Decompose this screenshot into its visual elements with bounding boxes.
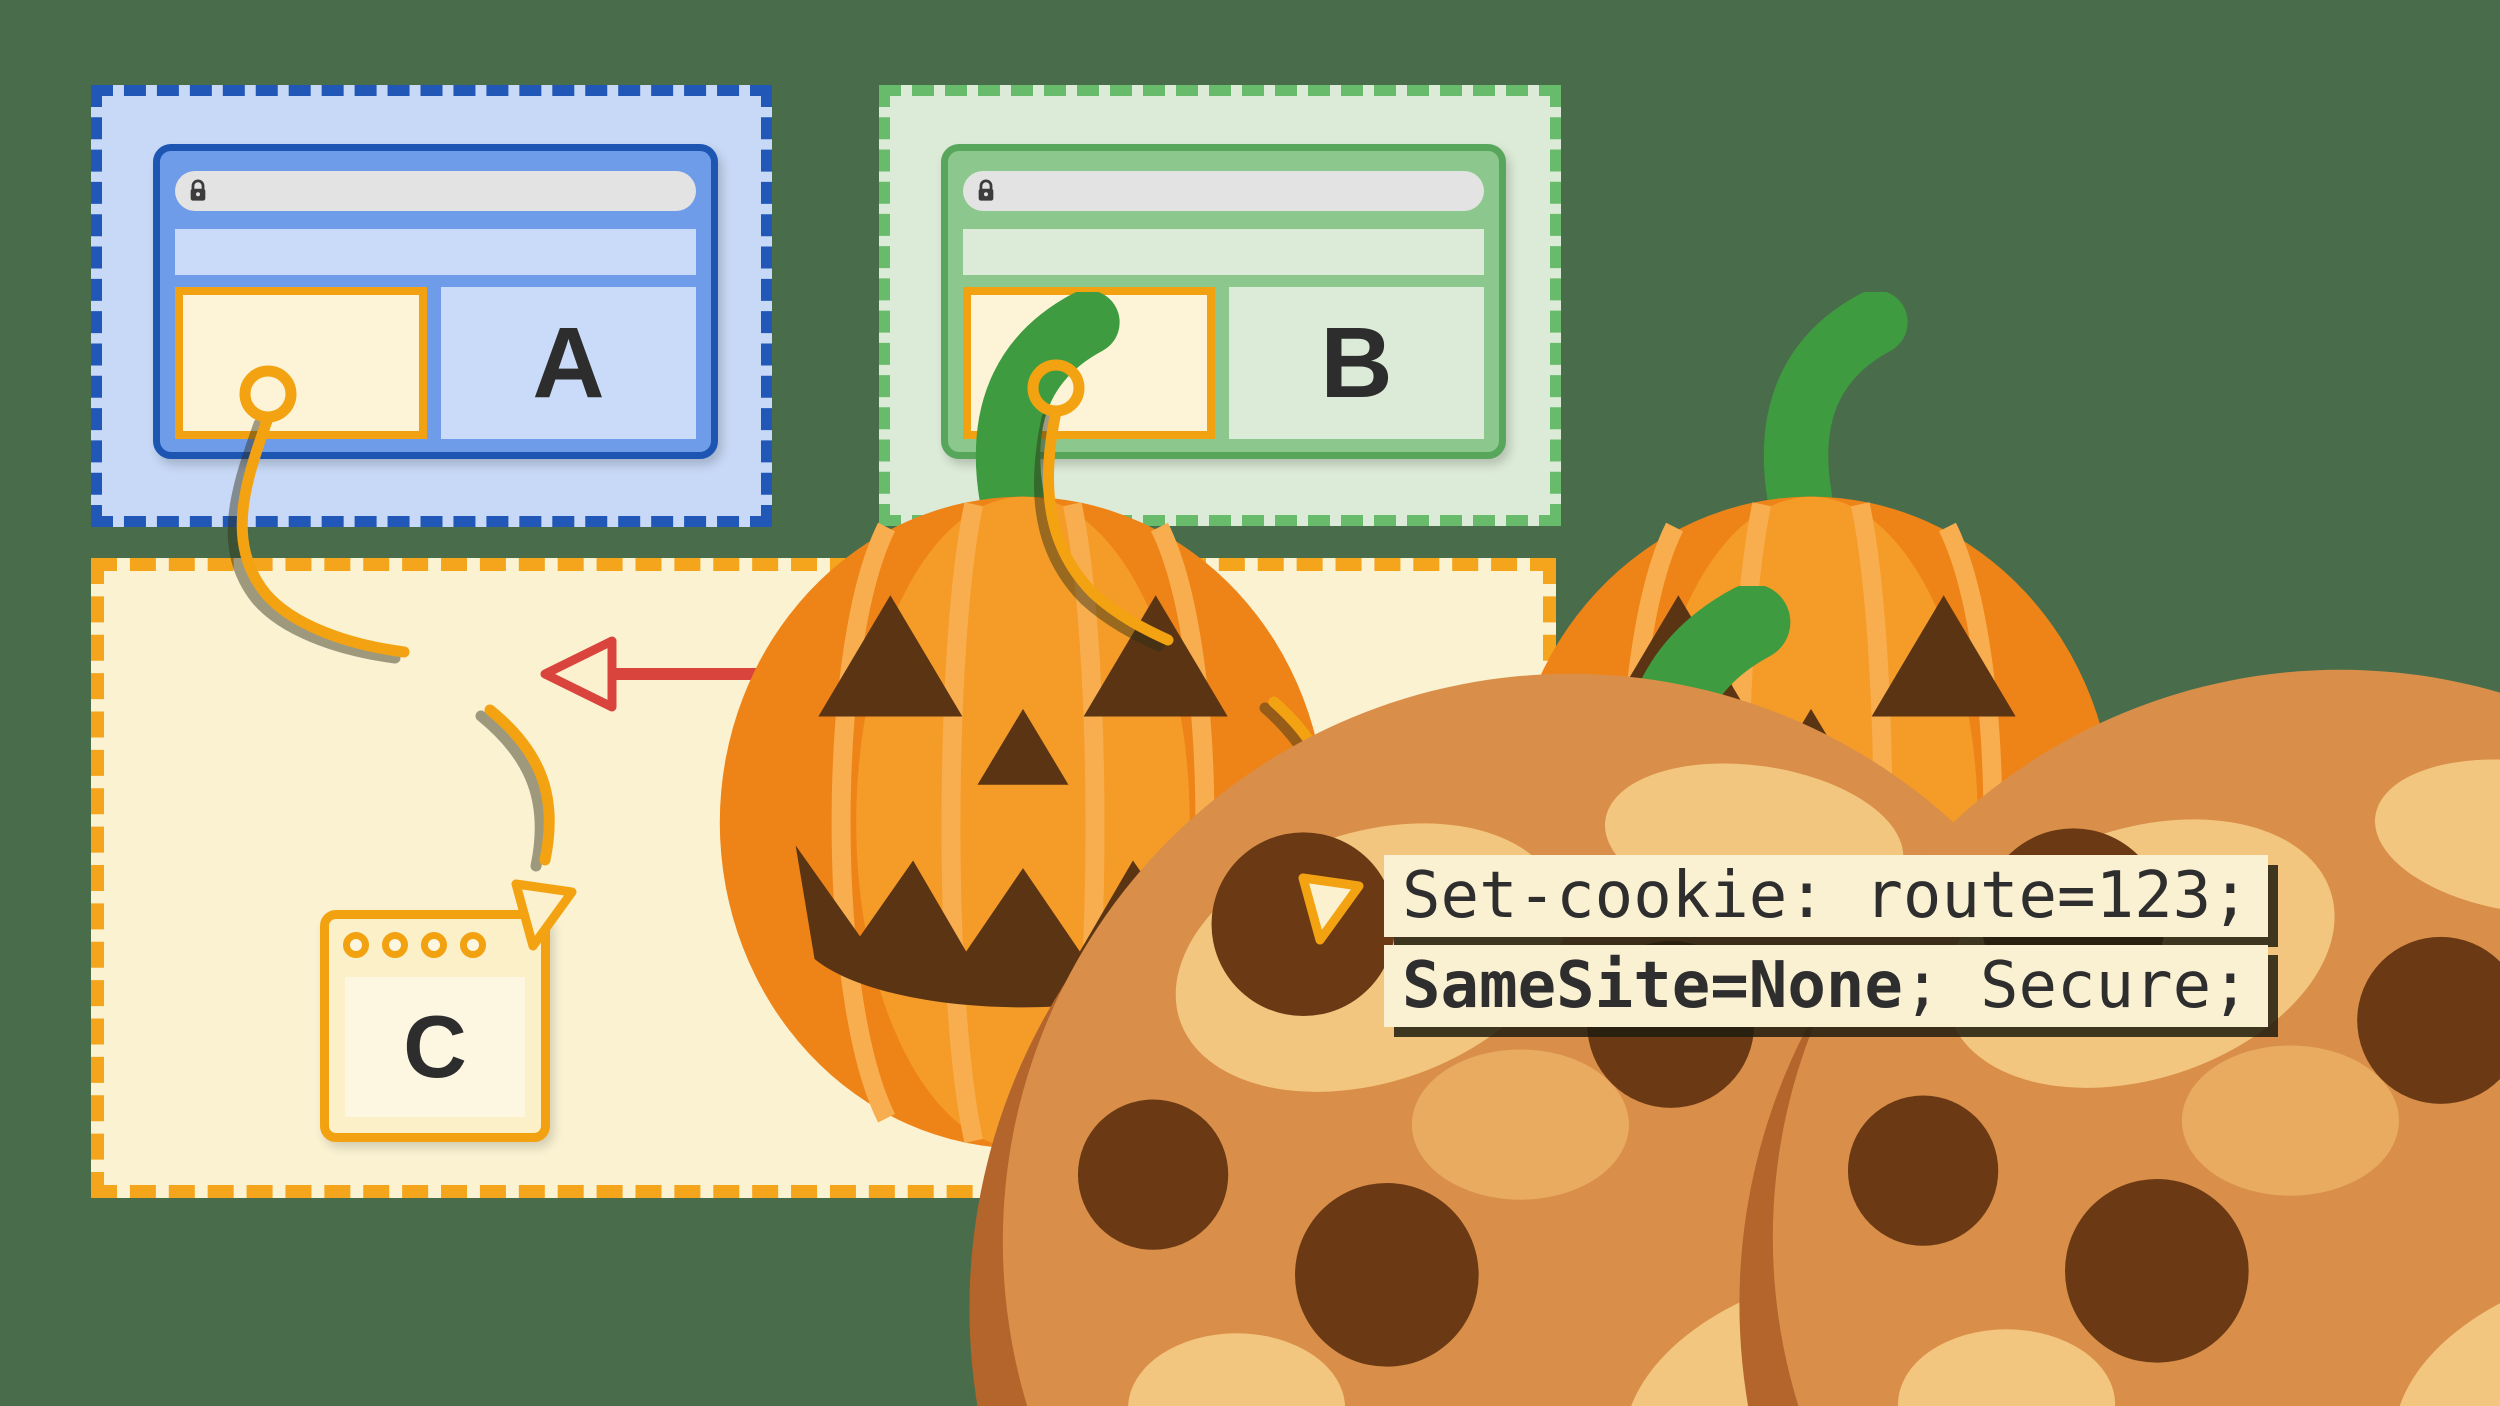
window-dot xyxy=(460,932,486,958)
iframe-embed-b xyxy=(963,287,1215,439)
window-dot xyxy=(1133,932,1159,958)
page-panel-a: A xyxy=(441,287,696,439)
secure-text: ; Secure; xyxy=(1902,949,2250,1023)
window-dot xyxy=(421,932,447,958)
lock-icon xyxy=(190,179,206,201)
server-c-label-right: C xyxy=(1193,997,1257,1096)
iframe-embed-a xyxy=(175,287,427,439)
lock-icon xyxy=(978,179,994,201)
window-dots xyxy=(343,932,486,958)
window-dot xyxy=(1172,932,1198,958)
address-bar-b xyxy=(963,171,1484,211)
site-a-label: A xyxy=(532,307,605,419)
set-cookie-header-line1: Set-cookie: route=123; xyxy=(1384,855,2268,937)
page-panel-b: B xyxy=(1229,287,1484,439)
window-dot xyxy=(1211,932,1237,958)
browser-window-a: A xyxy=(153,144,718,459)
set-cookie-header-line2: SameSite=None; Secure; xyxy=(1384,945,2268,1027)
set-cookie-text: Set-cookie: route=123; xyxy=(1402,859,2250,933)
server-window-c-left: C xyxy=(320,910,550,1142)
address-bar-a xyxy=(175,171,696,211)
window-dot xyxy=(1250,932,1276,958)
toolbar-strip-b xyxy=(963,229,1484,275)
toolbar-strip-a xyxy=(175,229,696,275)
site-b-label: B xyxy=(1320,307,1393,419)
window-dots xyxy=(1133,932,1276,958)
window-dot xyxy=(382,932,408,958)
samesite-none-text: SameSite=None xyxy=(1402,949,1903,1023)
cookie-icon xyxy=(1739,670,2500,1406)
server-c-label-left: C xyxy=(403,997,467,1096)
window-dot xyxy=(343,932,369,958)
browser-window-b: B xyxy=(941,144,1506,459)
server-window-c-right: C xyxy=(1110,910,1340,1142)
